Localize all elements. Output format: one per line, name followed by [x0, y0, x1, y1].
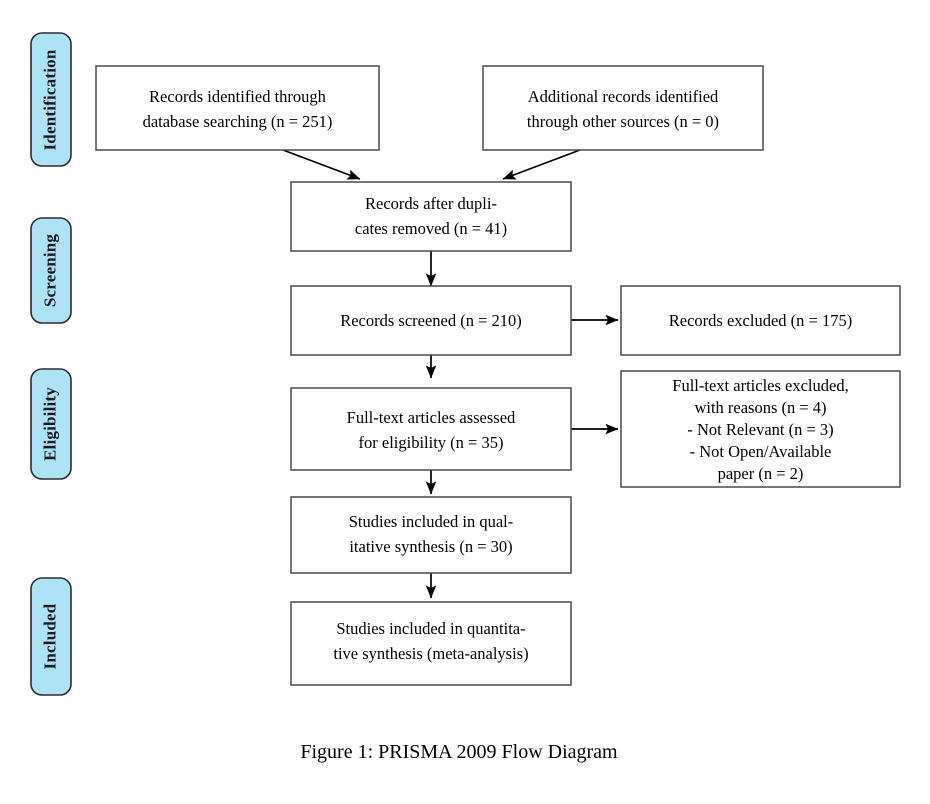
stage-identification-label: Identification — [40, 49, 59, 150]
node-qualitative-synthesis-line-1: Studies included in qual- — [349, 512, 514, 531]
node-records-other-line-2: through other sources (n = 0) — [527, 112, 719, 131]
connector-other-to-duplicates — [502, 149, 581, 180]
stage-eligibility-box[interactable] — [30, 368, 72, 480]
node-records-excluded[interactable]: Records excluded (n = 175) — [620, 285, 901, 356]
node-records-other-box[interactable] — [482, 65, 764, 151]
node-records-screened[interactable]: Records screened (n = 210) — [290, 285, 572, 356]
node-fulltext-excluded-line-1: Full-text articles excluded, — [672, 376, 848, 395]
node-fulltext-excluded-line-5: paper (n = 2) — [718, 464, 804, 483]
stage-included[interactable]: Included — [30, 577, 72, 696]
node-duplicates-removed-line-1: Records after dupli- — [365, 194, 497, 213]
node-fulltext-assessed-line-2: for eligibility (n = 35) — [359, 433, 504, 452]
node-records-database-line-2: database searching (n = 251) — [143, 112, 333, 131]
node-records-database[interactable]: Records identified through database sear… — [95, 65, 380, 151]
node-records-other-line-1: Additional records identified — [528, 87, 719, 106]
node-fulltext-excluded-line-4: - Not Open/Available — [690, 442, 832, 461]
stage-identification-box[interactable] — [30, 32, 72, 167]
stage-identification[interactable]: Identification — [30, 32, 72, 167]
node-fulltext-excluded-line-3: - Not Relevant (n = 3) — [687, 420, 833, 439]
node-fulltext-assessed[interactable]: Full-text articles assessed for eligibil… — [290, 387, 572, 471]
node-records-excluded-line-1: Records excluded (n = 175) — [669, 311, 852, 330]
node-records-screened-line-1: Records screened (n = 210) — [340, 311, 522, 330]
stage-eligibility[interactable]: Eligibility — [30, 368, 72, 480]
node-records-database-box[interactable] — [95, 65, 380, 151]
stage-sidebar: Identification Screening Eligibility Inc… — [30, 32, 72, 696]
node-fulltext-assessed-box[interactable] — [290, 387, 572, 471]
node-records-database-line-1: Records identified through — [149, 87, 327, 106]
node-duplicates-removed-line-2: cates removed (n = 41) — [355, 219, 507, 238]
connector-database-to-duplicates — [282, 149, 361, 180]
node-duplicates-removed[interactable]: Records after dupli- cates removed (n = … — [290, 181, 572, 252]
figure-caption: Figure 1: PRISMA 2009 Flow Diagram — [300, 741, 618, 763]
node-records-excluded-box[interactable] — [620, 285, 901, 356]
stage-included-label: Included — [40, 603, 59, 669]
node-fulltext-excluded-box[interactable] — [620, 370, 901, 488]
node-records-other[interactable]: Additional records identified through ot… — [482, 65, 764, 151]
flow-connectors — [282, 149, 619, 599]
node-quantitative-synthesis-line-1: Studies included in quantita- — [336, 619, 525, 638]
node-quantitative-synthesis-box[interactable] — [290, 601, 572, 686]
node-qualitative-synthesis-line-2: itative synthesis (n = 30) — [349, 537, 512, 556]
node-qualitative-synthesis[interactable]: Studies included in qual- itative synthe… — [290, 496, 572, 574]
stage-eligibility-label: Eligibility — [40, 387, 59, 461]
node-quantitative-synthesis-line-2: tive synthesis (meta-analysis) — [333, 644, 528, 663]
node-duplicates-removed-box[interactable] — [290, 181, 572, 252]
node-fulltext-excluded-line-2: with reasons (n = 4) — [694, 398, 826, 417]
node-records-screened-box[interactable] — [290, 285, 572, 356]
node-quantitative-synthesis[interactable]: Studies included in quantita- tive synth… — [290, 601, 572, 686]
stage-screening-box[interactable] — [30, 217, 72, 324]
node-fulltext-excluded[interactable]: Full-text articles excluded, with reason… — [620, 370, 901, 488]
stage-included-box[interactable] — [30, 577, 72, 696]
stage-screening[interactable]: Screening — [30, 217, 72, 324]
stage-screening-label: Screening — [40, 234, 59, 308]
node-qualitative-synthesis-box[interactable] — [290, 496, 572, 574]
node-fulltext-assessed-line-1: Full-text articles assessed — [347, 408, 516, 427]
